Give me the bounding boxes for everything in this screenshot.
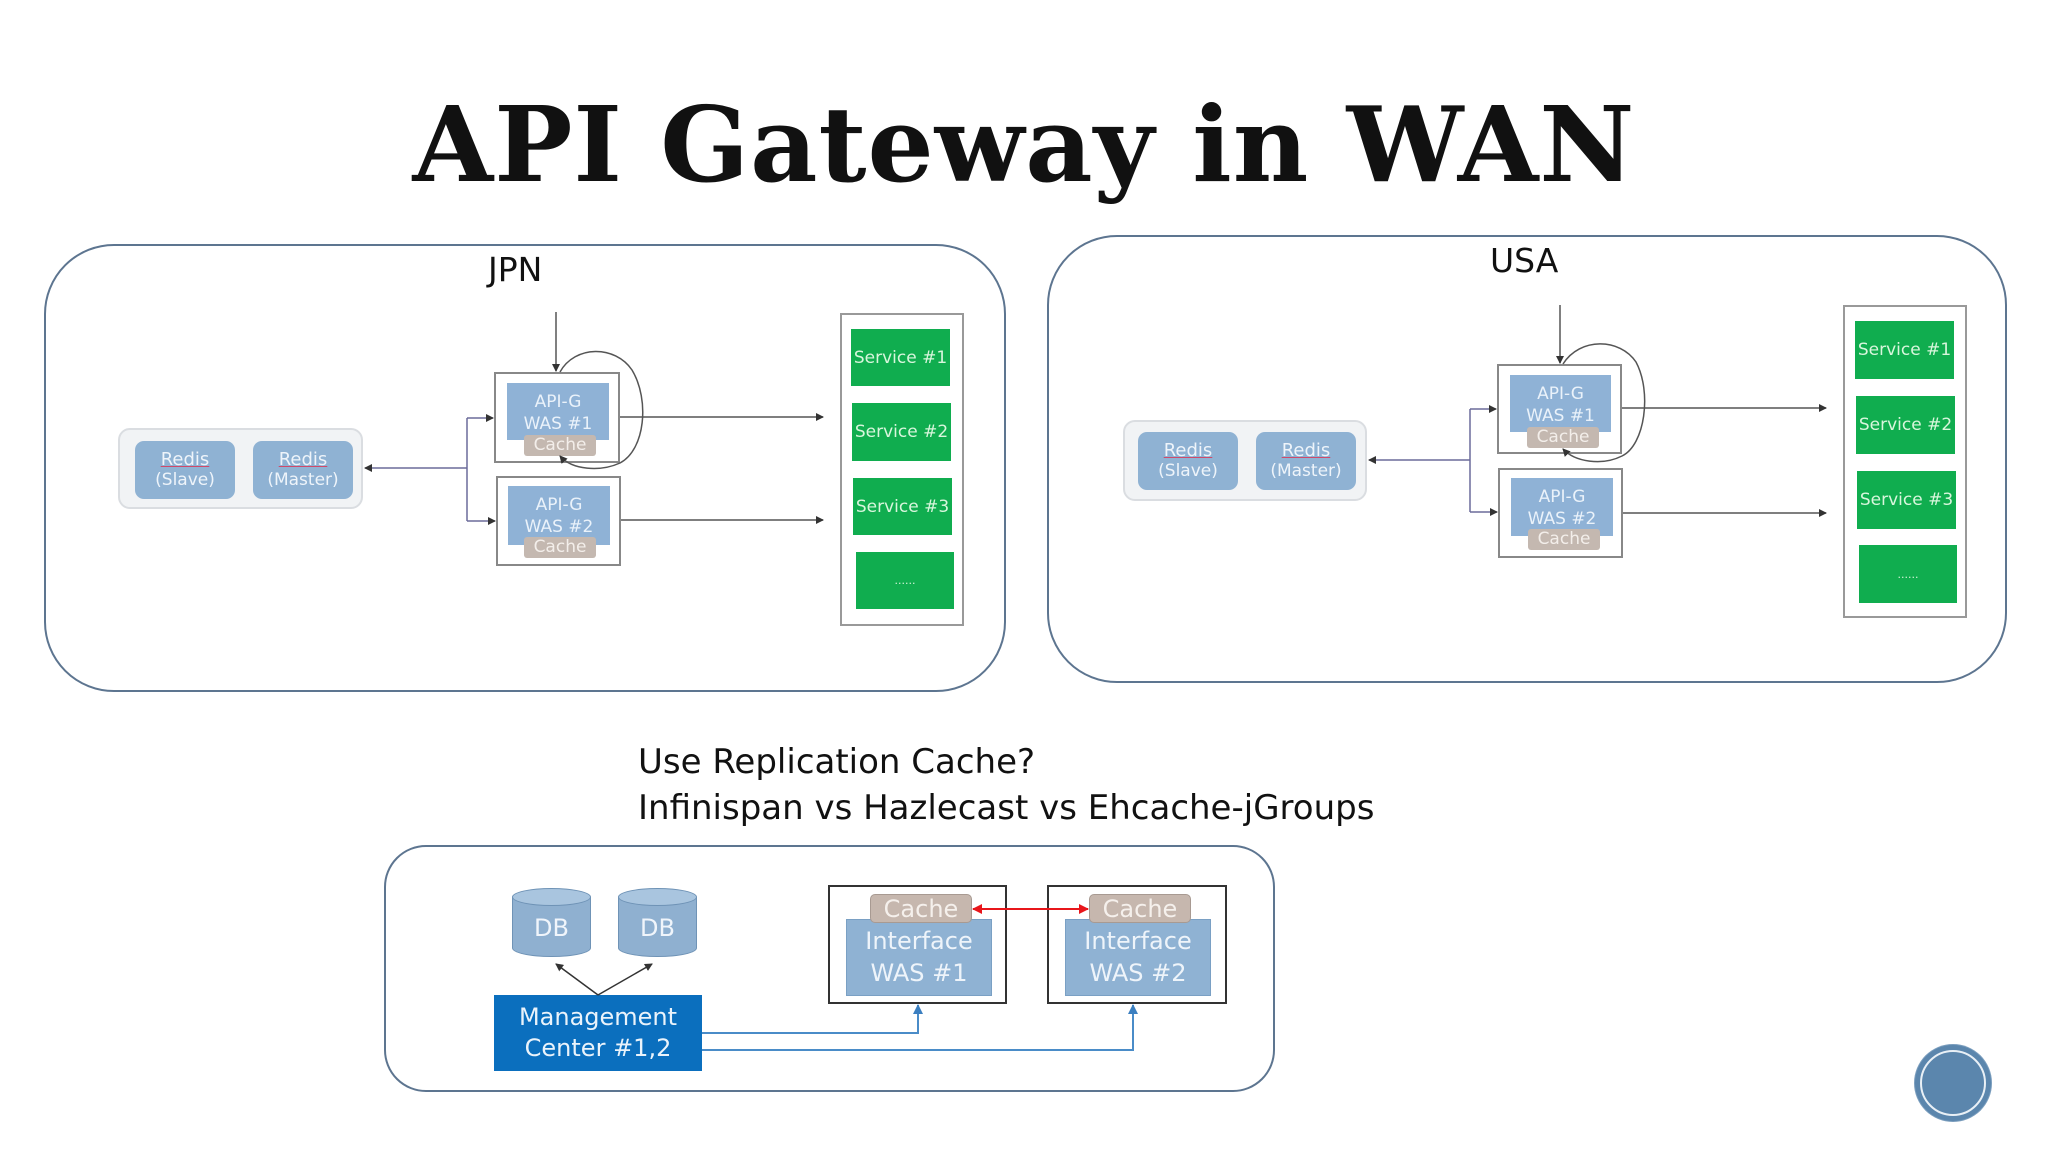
management-center: Management Center #1,2: [494, 995, 702, 1071]
slide-nav-button[interactable]: [1915, 1045, 1991, 1121]
interface-was-box: Interface WAS #2: [1065, 919, 1211, 996]
interface-was-1: Interface WAS #1 Cache: [828, 885, 1007, 1004]
usa-redis-master: Redis (Master): [1256, 432, 1356, 490]
usa-service-more: ......: [1859, 545, 1957, 603]
usa-service-3: Service #3: [1857, 471, 1956, 529]
management-label: Management: [518, 1003, 678, 1031]
database-2: DB: [618, 888, 697, 964]
gateway-instance: WAS #2: [1527, 509, 1597, 529]
redis-name: Redis: [160, 449, 210, 470]
interface-cache: Cache: [1089, 894, 1191, 923]
usa-redis-cluster: Redis (Slave) Redis (Master): [1123, 420, 1367, 501]
db-cylinder-body: [618, 897, 697, 957]
gateway-instance: WAS #1: [523, 414, 593, 434]
jpn-redis-cluster: Redis (Slave) Redis (Master): [118, 428, 363, 509]
db-cylinder-top: [618, 888, 697, 906]
usa-region-label: USA: [1490, 241, 1559, 280]
usa-gateway-was-1: API-G WAS #1 Cache: [1497, 364, 1622, 454]
usa-service-2: Service #2: [1856, 396, 1955, 454]
redis-role: (Master): [267, 470, 339, 490]
usa-services-group: Service #1 Service #2 Service #3 ......: [1843, 305, 1967, 618]
slide-title: API Gateway in WAN: [412, 83, 1636, 206]
db-label: DB: [640, 914, 675, 942]
gateway-label: API-G: [1537, 384, 1584, 404]
redis-name: Redis: [278, 449, 328, 470]
gateway-instance: WAS #2: [524, 517, 594, 537]
interface-label: Interface: [1084, 927, 1192, 955]
interface-instance: WAS #1: [870, 959, 968, 987]
redis-role: (Master): [1270, 461, 1342, 481]
management-instances: Center #1,2: [524, 1034, 672, 1062]
jpn-redis-master: Redis (Master): [253, 441, 353, 499]
jpn-gateway-was-2: API-G WAS #2 Cache: [496, 476, 621, 566]
redis-role: (Slave): [155, 470, 215, 490]
gateway-label: API-G: [535, 495, 583, 515]
redis-role: (Slave): [1158, 461, 1218, 481]
db-cylinder-top: [512, 888, 591, 906]
db-cylinder-body: [512, 897, 591, 957]
jpn-gateway-was-1: API-G WAS #1 Cache: [494, 372, 620, 463]
usa-gateway-was-2: API-G WAS #2 Cache: [1498, 468, 1623, 558]
api-gateway-box: API-G WAS #2: [1511, 478, 1613, 536]
api-gateway-box: API-G WAS #2: [508, 486, 610, 545]
gateway-label: API-G: [1538, 487, 1586, 507]
jpn-service-2: Service #2: [852, 403, 951, 461]
jpn-service-3: Service #3: [853, 478, 952, 535]
interface-cache: Cache: [870, 894, 972, 923]
jpn-service-1: Service #1: [851, 329, 950, 386]
usa-redis-slave: Redis (Slave): [1138, 432, 1238, 490]
interface-instance: WAS #2: [1089, 959, 1187, 987]
jpn-redis-slave: Redis (Slave): [135, 441, 235, 499]
usa-service-1: Service #1: [1855, 321, 1954, 379]
jpn-region-label: JPN: [488, 250, 543, 289]
cache-tag: Cache: [1527, 427, 1599, 448]
cache-tag: Cache: [1528, 529, 1600, 550]
redis-name: Redis: [1281, 440, 1331, 461]
replication-question: Use Replication Cache?: [638, 742, 1036, 782]
interface-was-2: Interface WAS #2 Cache: [1047, 885, 1227, 1004]
cache-tag: Cache: [524, 435, 596, 456]
interface-was-box: Interface WAS #1: [846, 919, 992, 996]
gateway-label: API-G: [534, 392, 582, 412]
api-gateway-box: API-G WAS #1: [1510, 375, 1611, 432]
gateway-instance: WAS #1: [1526, 406, 1595, 426]
jpn-service-more: ......: [856, 552, 954, 609]
cache-tag: Cache: [524, 537, 596, 558]
replication-options: Infinispan vs Hazlecast vs Ehcache-jGrou…: [638, 788, 1375, 828]
redis-name: Redis: [1163, 440, 1213, 461]
jpn-services-group: Service #1 Service #2 Service #3 ......: [840, 313, 964, 626]
interface-label: Interface: [865, 927, 973, 955]
db-label: DB: [534, 914, 569, 942]
database-1: DB: [512, 888, 591, 964]
api-gateway-box: API-G WAS #1: [507, 383, 609, 440]
